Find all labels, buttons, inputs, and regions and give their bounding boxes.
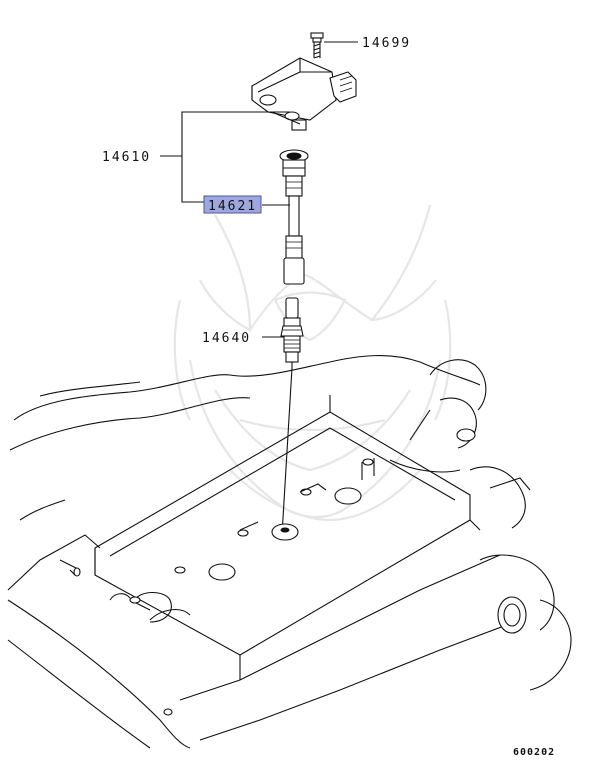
guide-line <box>281 367 293 536</box>
engine-block <box>7 355 572 749</box>
watermark-emblem <box>173 204 452 522</box>
spark-plug-part <box>280 297 304 368</box>
callout-14699[interactable]: 14699 <box>362 36 411 51</box>
bolt-part <box>310 32 358 59</box>
coil-rod <box>279 149 309 285</box>
selected-part-highlight <box>203 195 262 214</box>
assembly-bracket <box>160 111 290 338</box>
ignition-coil-head <box>251 57 357 131</box>
callout-14640[interactable]: 14640 <box>202 331 251 346</box>
figure-number: 600202 <box>513 747 555 758</box>
callout-14621[interactable]: 14621 <box>208 199 257 214</box>
callout-14610[interactable]: 14610 <box>102 150 151 165</box>
